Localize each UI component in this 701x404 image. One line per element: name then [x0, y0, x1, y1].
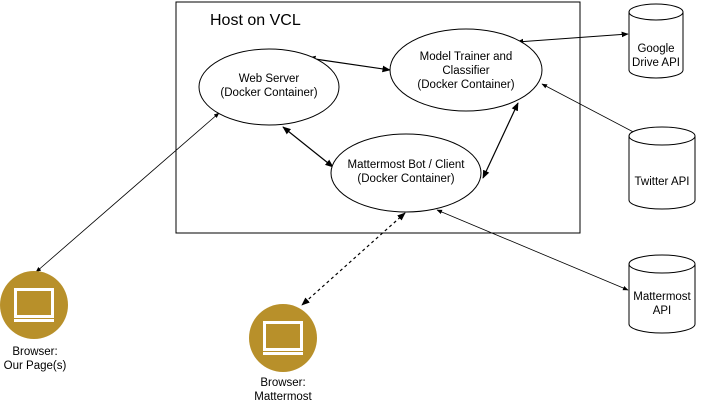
edge-model-twitter: [541, 83, 642, 137]
model-trainer-label: Model Trainer and Classifier (Docker Con…: [391, 50, 541, 92]
edge-bot-mmapi: [436, 209, 629, 291]
mattermost-bot-line1: Mattermost Bot / Client: [347, 159, 465, 171]
twitter-db-icon: [628, 126, 696, 210]
twitter-label: Twitter API: [629, 175, 695, 189]
edge-web-model: [307, 55, 391, 73]
google-drive-db-icon: [628, 3, 684, 79]
web-server-line1: Web Server: [238, 73, 300, 85]
mattermost-api-label: Mattermost API: [629, 290, 695, 318]
edge-bot-browser-mm: [301, 212, 406, 306]
edge-web-bot: [282, 126, 334, 168]
web-server-line2: (Docker Container): [220, 87, 318, 99]
model-trainer-node: [389, 28, 543, 112]
edge-web-browser: [35, 112, 220, 273]
model-trainer-line1: Model Trainer and: [419, 51, 513, 63]
mattermost-bot-label: Mattermost Bot / Client (Docker Containe…: [331, 158, 481, 186]
browser-mattermost-monitor-icon: [249, 304, 317, 372]
mattermost-bot-line2: (Docker Container): [357, 173, 455, 185]
browser-mattermost-line2: Mattermost: [254, 391, 312, 403]
mattermost-api-db-icon: [628, 254, 696, 334]
web-server-label: Web Server (Docker Container): [199, 72, 339, 100]
edge-model-gdrive: [516, 31, 629, 45]
web-server-node: [198, 48, 340, 126]
mattermost-bot-node: [330, 133, 482, 213]
browser-pages-label: Browser: Our Page(s): [0, 345, 70, 373]
connectors: [35, 31, 642, 306]
google-drive-label: Google Drive API: [626, 42, 686, 70]
google-drive-line2: Drive API: [632, 57, 680, 69]
model-trainer-line3: (Docker Container): [417, 79, 515, 91]
browser-pages-line1: Browser:: [12, 346, 58, 358]
mattermost-api-line1: Mattermost: [633, 291, 691, 303]
mattermost-api-line2: API: [652, 305, 672, 317]
browser-pages-monitor-icon: [0, 271, 68, 339]
browser-pages-line2: Our Page(s): [3, 360, 67, 372]
google-drive-line1: Google: [637, 43, 675, 55]
twitter-line1: Twitter API: [634, 176, 690, 188]
edge-model-bot: [482, 102, 519, 179]
host-title: Host on VCL: [210, 12, 301, 29]
model-trainer-line2: Classifier: [442, 65, 490, 77]
browser-mattermost-line1: Browser:: [260, 377, 306, 389]
browser-mattermost-label: Browser: Mattermost: [245, 376, 321, 404]
